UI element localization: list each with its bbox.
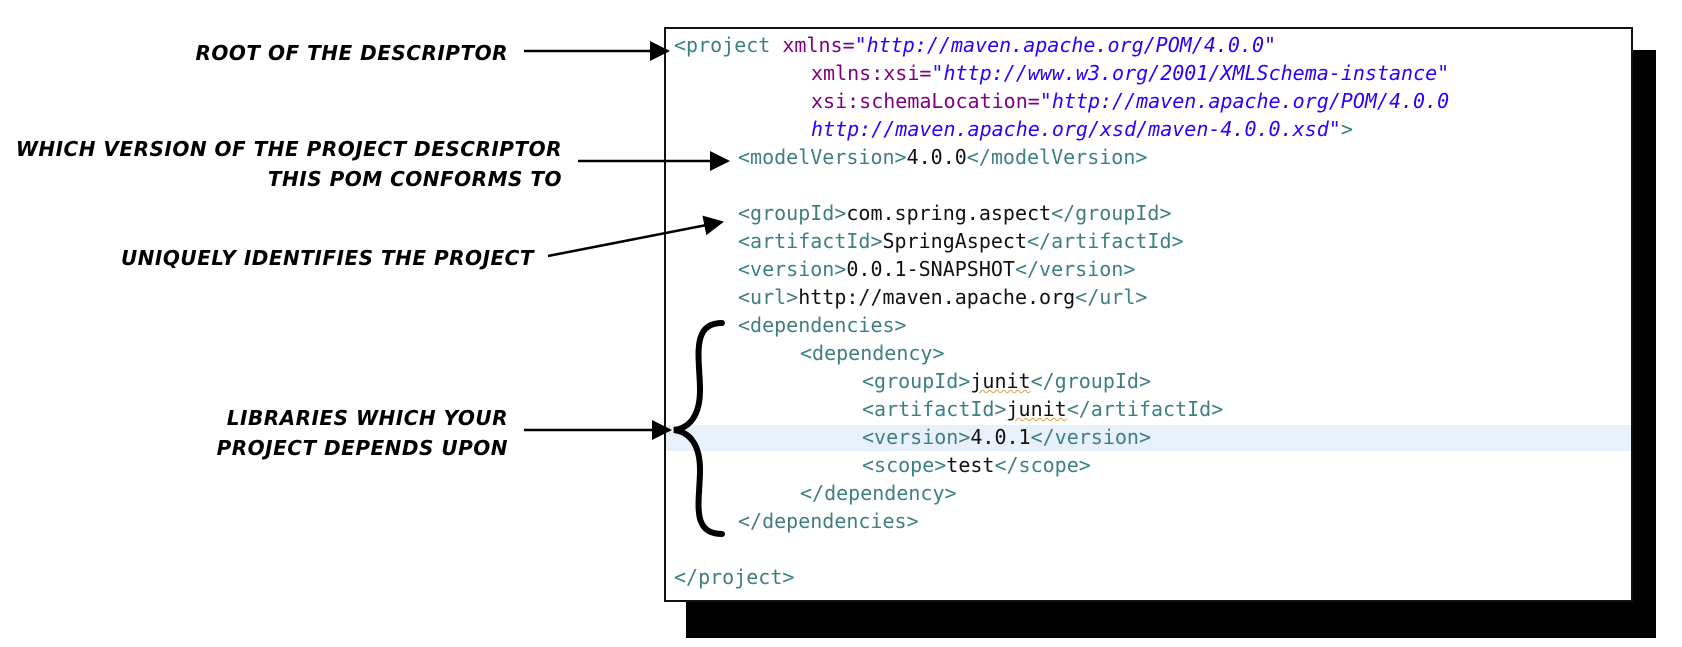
- code-line-project-open: <project xmlns="http://maven.apache.org/…: [674, 31, 1276, 59]
- dep-scope-close: </scope>: [994, 453, 1091, 477]
- code-line-dep-scope: <scope>test</scope>: [862, 451, 1091, 479]
- dep-group-id-value: junit: [970, 369, 1031, 393]
- url-open: <url>: [738, 285, 799, 309]
- code-line-dependency-close: </dependency>: [800, 479, 957, 507]
- dep-artifact-id-close: </artifactId>: [1066, 397, 1224, 421]
- dep-artifact-id-open: <artifactId>: [862, 397, 1007, 421]
- artifact-id-close: </artifactId>: [1027, 229, 1184, 253]
- version-open: <version>: [738, 257, 847, 281]
- current-line-highlight: [666, 425, 1631, 451]
- group-id-open: <groupId>: [738, 201, 847, 225]
- group-id-value: com.spring.aspect: [846, 201, 1052, 225]
- code-line-dep-version: <version>4.0.1</version>: [862, 423, 1151, 451]
- code-line-dependencies-open: <dependencies>: [738, 311, 907, 339]
- version-close: </version>: [1014, 257, 1136, 281]
- project-open-tag-end: >: [1340, 117, 1353, 141]
- pom-code-panel: <project xmlns="http://maven.apache.org/…: [664, 27, 1633, 602]
- model-version-value: 4.0.0: [906, 145, 967, 169]
- code-line-dep-group-id: <groupId>junit</groupId>: [862, 367, 1151, 395]
- dependency-close: </dependency>: [800, 481, 957, 505]
- xmlns-attribute: xmlns=: [782, 33, 855, 57]
- code-line-xmlns-xsi: xmlns:xsi="http://www.w3.org/2001/XMLSch…: [811, 59, 1449, 87]
- annotation-libraries-line2: PROJECT DEPENDS UPON: [216, 436, 508, 460]
- project-close-tag: </project>: [674, 565, 795, 589]
- url-close: </url>: [1075, 285, 1148, 309]
- code-line-schema-location-cont: http://maven.apache.org/xsd/maven-4.0.0.…: [811, 115, 1353, 143]
- dependencies-brace: [673, 320, 725, 537]
- xmlns-xsi-attribute: xmlns:xsi=: [811, 61, 932, 85]
- schema-location-value-cont: http://maven.apache.org/xsd/maven-4.0.0.…: [811, 117, 1341, 141]
- artifact-id-value: SpringAspect: [882, 229, 1028, 253]
- dependency-open: <dependency>: [800, 341, 945, 365]
- code-line-url: <url>http://maven.apache.org</url>: [738, 283, 1147, 311]
- annotation-root: ROOT OF THE DESCRIPTOR: [195, 41, 508, 65]
- dep-version-open: <version>: [862, 425, 971, 449]
- annotation-libraries-line1: LIBRARIES WHICH YOUR: [226, 406, 508, 430]
- annotation-model-version-line1: WHICH VERSION OF THE PROJECT DESCRIPTOR: [15, 137, 562, 161]
- dep-group-id-open: <groupId>: [862, 369, 971, 393]
- dep-group-id-close: </groupId>: [1030, 369, 1152, 393]
- dep-scope-open: <scope>: [862, 453, 947, 477]
- model-version-open: <modelVersion>: [738, 145, 907, 169]
- code-line-schema-location: xsi:schemaLocation="http://maven.apache.…: [811, 87, 1449, 115]
- url-value: http://maven.apache.org: [798, 285, 1076, 309]
- code-line-model-version: <modelVersion>4.0.0</modelVersion>: [738, 143, 1147, 171]
- model-version-close: </modelVersion>: [966, 145, 1148, 169]
- dependencies-close: </dependencies>: [738, 509, 919, 533]
- annotation-identifies: UNIQUELY IDENTIFIES THE PROJECT: [120, 246, 534, 270]
- dep-version-close: </version>: [1030, 425, 1152, 449]
- code-line-dependencies-close: </dependencies>: [738, 507, 919, 535]
- xmlns-value: "http://maven.apache.org/POM/4.0.0": [854, 33, 1277, 57]
- dependencies-open: <dependencies>: [738, 313, 907, 337]
- artifact-id-open: <artifactId>: [738, 229, 883, 253]
- dep-version-value: 4.0.1: [970, 425, 1031, 449]
- code-line-version: <version>0.0.1-SNAPSHOT</version>: [738, 255, 1135, 283]
- group-id-close: </groupId>: [1051, 201, 1172, 225]
- schema-location-attribute: xsi:schemaLocation=: [811, 89, 1040, 113]
- schema-location-value: "http://maven.apache.org/POM/4.0.0: [1039, 89, 1450, 113]
- version-value: 0.0.1-SNAPSHOT: [846, 257, 1015, 281]
- code-line-project-close: </project>: [674, 563, 794, 591]
- code-line-artifact-id: <artifactId>SpringAspect</artifactId>: [738, 227, 1184, 255]
- dep-artifact-id-value: junit: [1006, 397, 1067, 421]
- xmlns-xsi-value: "http://www.w3.org/2001/XMLSchema-instan…: [931, 61, 1450, 85]
- code-line-dep-artifact-id: <artifactId>junit</artifactId>: [862, 395, 1223, 423]
- project-open-tag: <project: [674, 33, 771, 57]
- code-line-group-id: <groupId>com.spring.aspect</groupId>: [738, 199, 1172, 227]
- dep-scope-value: test: [946, 453, 995, 477]
- arrow-identifies: [547, 215, 724, 258]
- annotation-model-version-line2: THIS POM CONFORMS TO: [267, 167, 562, 191]
- code-line-dependency-open: <dependency>: [800, 339, 945, 367]
